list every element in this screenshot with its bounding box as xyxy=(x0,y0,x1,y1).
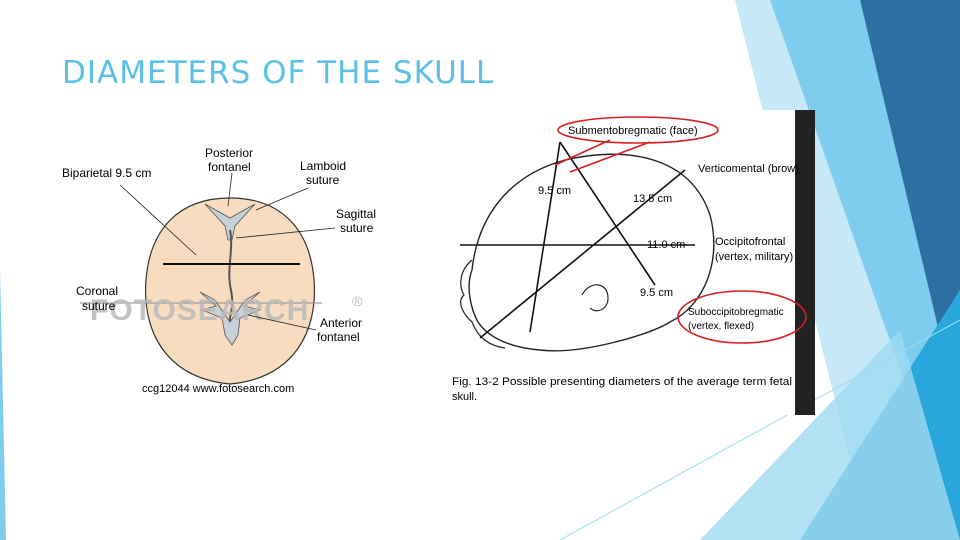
label-biparietal: Biparietal 9.5 cm xyxy=(62,166,151,180)
sagittal-suture-shape xyxy=(228,229,234,326)
measure-11-0: 11.0 cm xyxy=(647,239,685,251)
label-suboccipitobregmatic-2: (vertex, flexed) xyxy=(688,321,754,332)
line-verticomental xyxy=(479,169,686,339)
red-arrow-1 xyxy=(554,139,611,166)
label-occipitofrontal-1: Occipitofrontal xyxy=(715,236,785,248)
arrow-anterior xyxy=(247,314,317,331)
deco-bottom-light xyxy=(700,330,960,540)
line-suboccipitobregmatic xyxy=(559,141,656,286)
label-suboccipitobregmatic-1: Suboccipitobregmatic xyxy=(688,307,784,318)
label-anterior-1: Anterior xyxy=(320,316,362,330)
label-sagittal-1: Sagittal xyxy=(336,207,376,221)
face-profile xyxy=(460,259,506,349)
deco-strip-dark xyxy=(860,0,960,420)
label-coronal-2: suture xyxy=(82,299,116,313)
label-submentobregmatic: Submentobregmatic (face) xyxy=(568,125,698,137)
skull-side-view-figure: Submentobregmatic (face) Verticomental (… xyxy=(450,110,815,415)
red-arrow-2 xyxy=(569,141,651,173)
label-verticomental: Verticomental (brow) xyxy=(698,163,799,175)
credit-text: ccg12044 www.fotosearch.com xyxy=(142,383,294,395)
label-anterior-2: fontanel xyxy=(317,330,360,344)
highlight-submentobregmatic xyxy=(557,116,719,144)
deco-left-edge xyxy=(0,270,6,540)
watermark-mark: ® xyxy=(352,293,363,309)
anterior-fontanel-shape xyxy=(199,291,262,346)
skull-outline xyxy=(144,197,316,385)
highlight-suboccipitobregmatic xyxy=(677,290,807,344)
label-coronal-1: Coronal xyxy=(76,284,118,298)
figure-caption-line1: Fig. 13-2 Possible presenting diameters … xyxy=(452,376,792,388)
arrow-sagittal xyxy=(235,227,336,239)
skull-top-view-figure: FOTOSEARCH ® Posterior fontanel Lamboid … xyxy=(62,146,376,395)
posterior-fontanel-shape xyxy=(204,203,256,241)
arrow-posterior-fontanel xyxy=(227,172,233,207)
label-occipitofrontal-2: (vertex, military) xyxy=(715,251,793,263)
head-outline xyxy=(468,153,715,352)
arrow-lamboid xyxy=(255,187,309,211)
label-posterior-fontanel-2: fontanel xyxy=(208,160,251,174)
ear xyxy=(581,284,609,312)
label-sagittal-2: suture xyxy=(340,221,374,235)
measure-9-5-bottom: 9.5 cm xyxy=(640,287,673,299)
slide-title: DIAMETERS OF THE SKULL xyxy=(62,55,495,91)
watermark: FOTOSEARCH xyxy=(90,294,309,327)
label-lamboid-2: suture xyxy=(306,173,340,187)
measure-9-5-top: 9.5 cm xyxy=(538,185,571,197)
figure-caption-line2: skull. xyxy=(452,391,477,403)
deco-line xyxy=(559,319,960,540)
line-submentobregmatic-a xyxy=(529,141,561,333)
right-edge-border xyxy=(795,110,815,415)
label-lamboid-1: Lamboid xyxy=(300,159,346,173)
arrow-biparietal xyxy=(119,184,197,256)
label-posterior-fontanel-1: Posterior xyxy=(205,146,253,160)
measure-13-5: 13.5 cm xyxy=(633,193,672,205)
